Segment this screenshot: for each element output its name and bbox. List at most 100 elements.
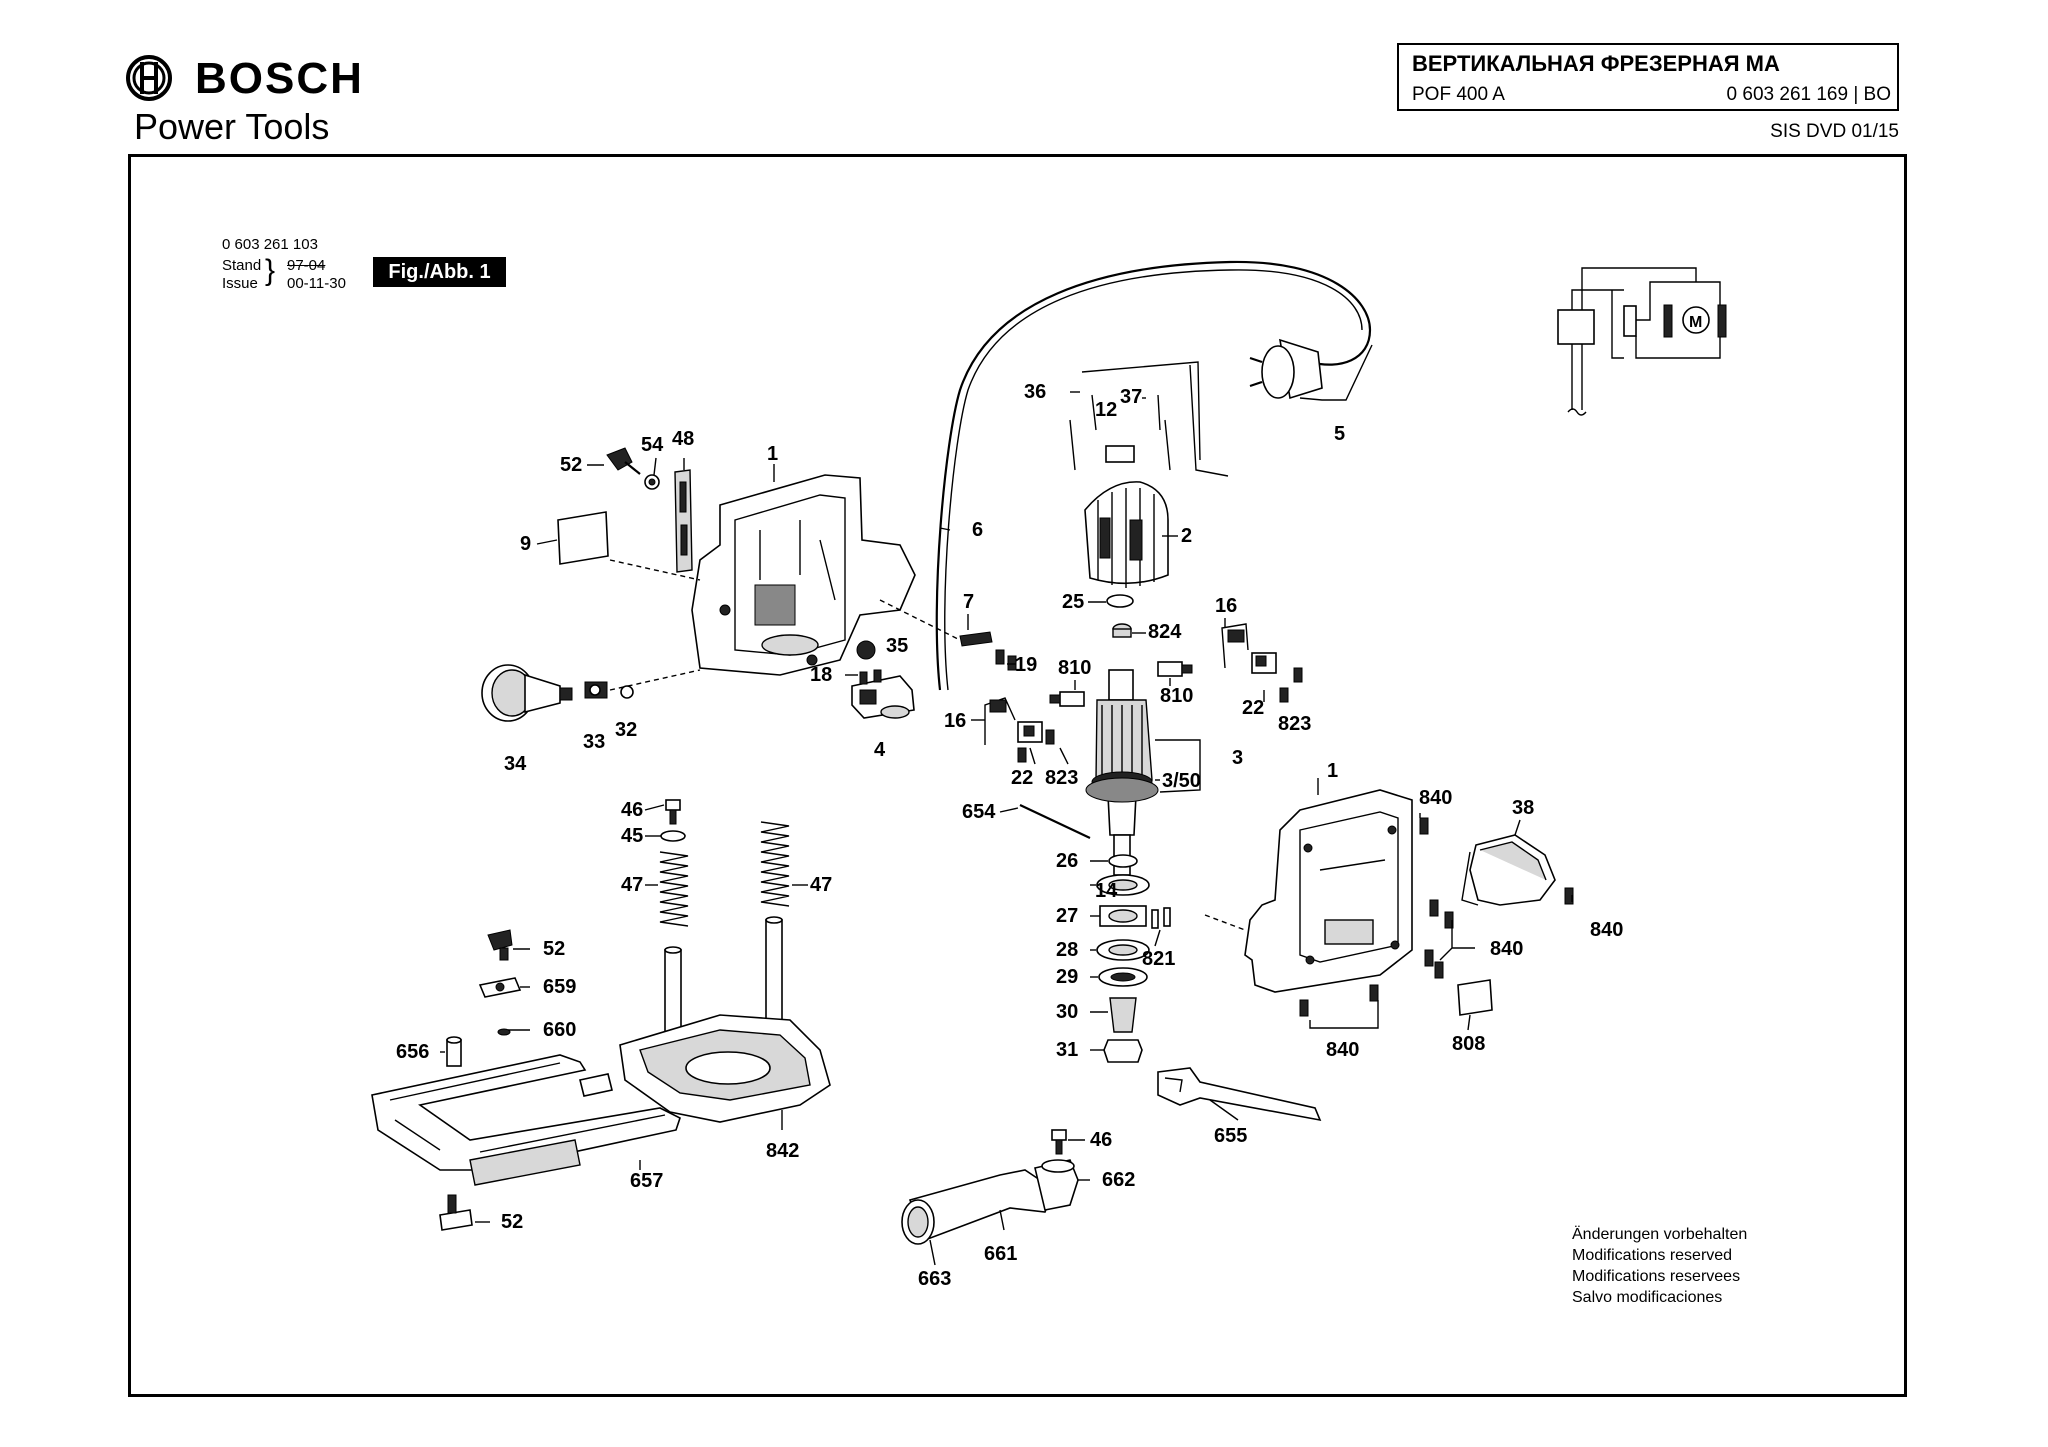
assembly-line <box>609 669 701 691</box>
assembly-line <box>609 559 701 581</box>
stand-label: Stand <box>222 257 262 274</box>
holder-22-right <box>1251 652 1277 674</box>
brush-holder-810-right <box>1157 661 1193 677</box>
callout: 6 <box>972 519 983 541</box>
diagram-frame <box>128 154 1907 1397</box>
callout: 14 <box>1095 880 1118 902</box>
leader-lines <box>440 391 1573 1266</box>
screw-46 <box>665 799 681 825</box>
nut-54 <box>644 474 660 490</box>
ring-25 <box>1106 594 1134 608</box>
issue-value: 00-11-30 <box>287 275 346 292</box>
spacer-824 <box>1112 623 1132 638</box>
callout: 662 <box>1102 1169 1135 1191</box>
callout: 821 <box>1142 948 1175 970</box>
issue-label: Issue <box>222 275 258 292</box>
switch-4 <box>851 675 915 719</box>
leader-5 <box>1299 344 1373 401</box>
screws-18 <box>859 669 882 685</box>
elbow-662 <box>1034 1159 1079 1211</box>
callout: 35 <box>886 635 908 657</box>
callout: 47 <box>621 874 643 896</box>
cable-clamp-7 <box>959 631 993 647</box>
part-number: 0 603 261 169 | BO <box>1726 84 1891 105</box>
callout: 12 <box>1095 399 1117 421</box>
screw-46-lower <box>1051 1129 1067 1155</box>
callout: 27 <box>1056 905 1078 927</box>
holder-22-left <box>1017 721 1043 743</box>
callout: 1 <box>1327 760 1338 782</box>
callout: 840 <box>1590 919 1623 941</box>
callout: 25 <box>1062 591 1084 613</box>
clamp-659 <box>478 977 522 998</box>
callout: 52 <box>501 1211 523 1233</box>
spring-47-left <box>659 851 689 927</box>
knob-34 <box>481 664 573 722</box>
callout: 30 <box>1056 1001 1078 1023</box>
sis-version: SIS DVD 01/15 <box>1770 121 1899 142</box>
callout: 29 <box>1056 966 1078 988</box>
threaded-bush-33 <box>584 681 608 699</box>
callout: 32 <box>615 719 637 741</box>
bosch-armature-icon <box>126 55 172 101</box>
pin-656 <box>446 1036 462 1067</box>
callout: 36 <box>1024 381 1046 403</box>
callout: 19 <box>1015 654 1037 676</box>
carbon-brushes-12 <box>1091 394 1161 463</box>
power-cord <box>935 260 1372 691</box>
brand-subtitle: Power Tools <box>134 106 330 147</box>
callout: 47 <box>810 874 832 896</box>
brush-holder-810-left <box>1049 691 1085 707</box>
note-line: Modifications reservees <box>1572 1268 1741 1285</box>
callout: 654 <box>962 801 996 823</box>
extraction-adapter-661 <box>901 1169 1051 1245</box>
nut-31 <box>1103 1039 1143 1063</box>
callout: 660 <box>543 1019 576 1041</box>
callout: 34 <box>504 753 527 775</box>
callout: 46 <box>621 799 643 821</box>
brush-holder-plate-36 <box>1069 361 1229 477</box>
callout: 656 <box>396 1041 429 1063</box>
disc-28 <box>1096 939 1150 961</box>
brush-spring-16-left <box>984 697 1016 745</box>
callout: 840 <box>1419 787 1452 809</box>
callout: 22 <box>1011 767 1033 789</box>
callout: 52 <box>560 454 582 476</box>
note-line: Modifications reserved <box>1572 1247 1733 1264</box>
nut-35 <box>856 640 876 660</box>
callout: 54 <box>641 434 664 456</box>
wing-screw-52-lower <box>439 1194 473 1231</box>
callout: 26 <box>1056 850 1078 872</box>
housing-left <box>691 474 916 676</box>
wing-screw-52-upper <box>487 929 513 961</box>
bearing-27 <box>1099 905 1147 927</box>
base-plate-842 <box>619 1014 831 1123</box>
callout: 663 <box>918 1268 951 1290</box>
callout: 661 <box>984 1243 1017 1265</box>
wing-screw-52 <box>606 447 641 475</box>
callout: 52 <box>543 938 565 960</box>
brace-symbol: } <box>265 254 276 287</box>
label-plate-9 <box>557 511 609 565</box>
callout: 18 <box>810 664 832 686</box>
screws-823-left <box>1017 729 1055 763</box>
callout: 31 <box>1056 1039 1078 1061</box>
ring-29 <box>1098 967 1148 987</box>
field-2 <box>1084 481 1169 588</box>
callout: 3/50 <box>1162 770 1201 792</box>
wiring-schematic: M <box>1557 267 1727 416</box>
pins-821 <box>1151 907 1171 929</box>
callout: 810 <box>1160 685 1193 707</box>
housing-right <box>1244 789 1413 993</box>
brand-name: BOSCH <box>195 54 364 103</box>
callout: 4 <box>874 739 886 761</box>
callout: 655 <box>1214 1125 1247 1147</box>
note-line: Änderungen vorbehalten <box>1572 1226 1748 1243</box>
callout: 16 <box>1215 595 1237 617</box>
parallel-guide-657 <box>371 1054 681 1186</box>
washer-45 <box>660 830 686 842</box>
callout: 842 <box>766 1140 799 1162</box>
callout: 16 <box>944 710 966 732</box>
callout: 3 <box>1232 747 1243 769</box>
